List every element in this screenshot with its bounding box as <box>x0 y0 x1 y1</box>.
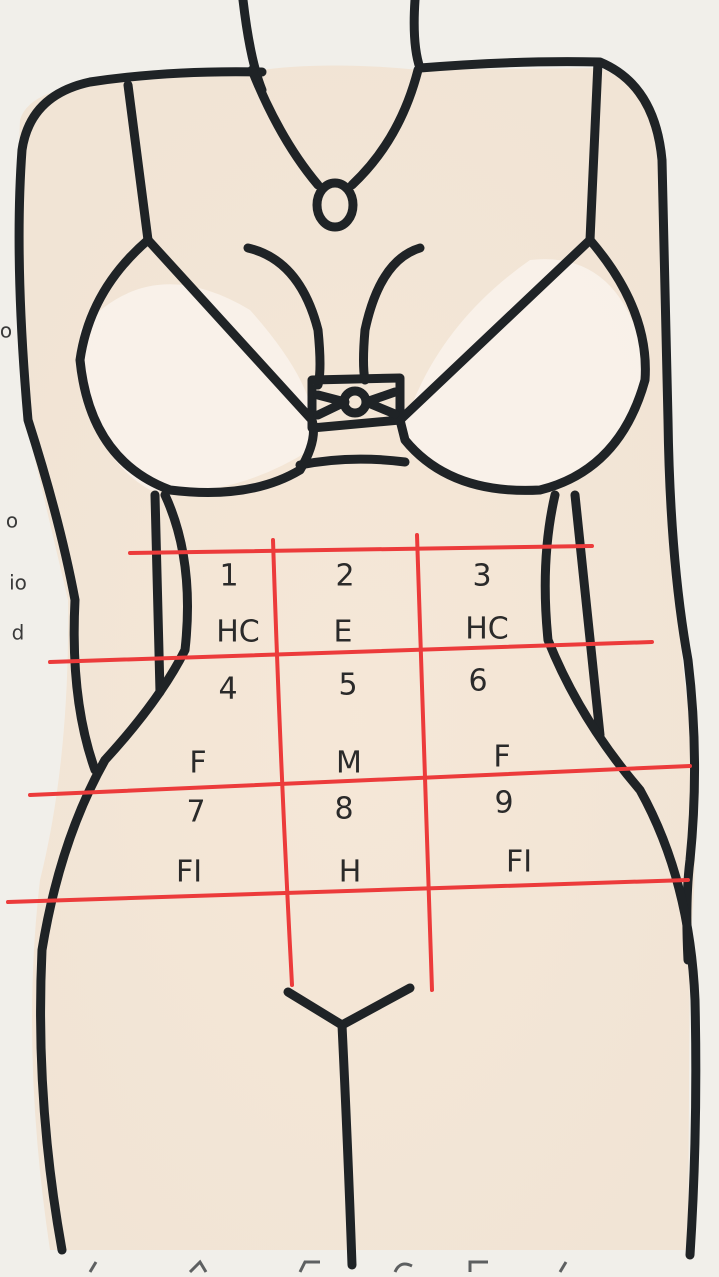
region-8-label: H <box>339 855 362 890</box>
region-6-number: 6 <box>468 664 487 699</box>
region-5-label: M <box>336 746 362 781</box>
region-4-label: F <box>189 746 206 781</box>
region-2-number: 2 <box>335 559 354 594</box>
region-3-number: 3 <box>472 559 491 594</box>
region-4-number: 4 <box>218 672 237 707</box>
region-8-number: 8 <box>334 792 353 827</box>
region-1-number: 1 <box>219 559 238 594</box>
region-9-number: 9 <box>494 786 513 821</box>
region-3-label: HC <box>465 612 509 647</box>
left-arm-inner <box>155 495 160 692</box>
margin-mark-3: io <box>9 571 27 595</box>
region-6-label: F <box>493 740 510 775</box>
region-2-label: E <box>334 615 353 650</box>
margin-mark-4: d <box>12 621 25 645</box>
region-7-label: FI <box>176 855 202 890</box>
region-9-label: FI <box>506 845 532 880</box>
region-5-number: 5 <box>338 668 357 703</box>
margin-mark-1: o <box>0 319 12 343</box>
region-1-label: HC <box>216 615 260 650</box>
margin-mark-2: o <box>6 509 18 533</box>
region-7-number: 7 <box>186 795 205 830</box>
